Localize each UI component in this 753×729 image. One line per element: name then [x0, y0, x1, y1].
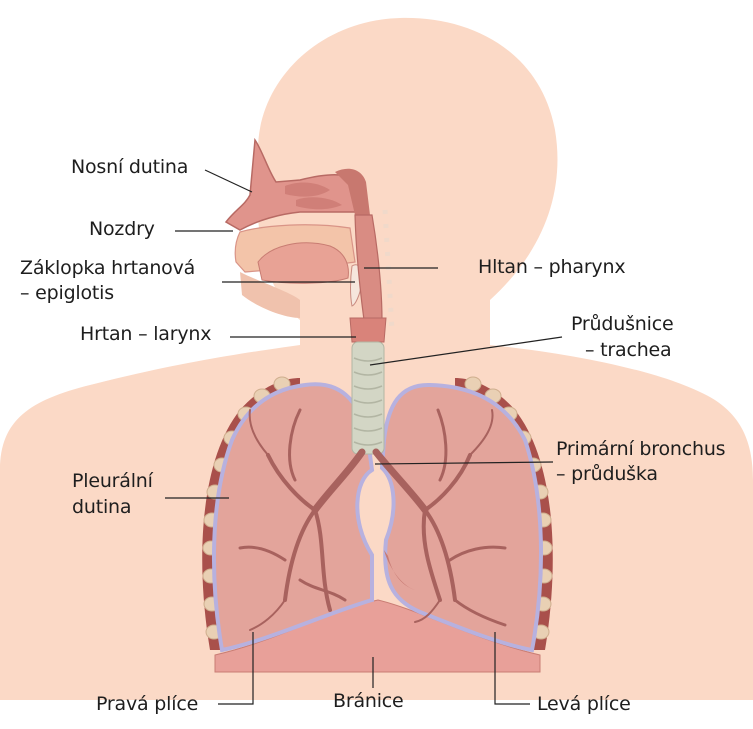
label-bronchus-line1: Primární bronchus: [556, 438, 725, 461]
label-left-lung: Levá plíce: [537, 693, 631, 716]
label-bronchus-line2: – průduška: [556, 463, 658, 486]
label-epiglottis-line2: – epiglotis: [20, 282, 114, 305]
trachea: [352, 342, 384, 454]
label-pleural-line2: dutina: [72, 496, 131, 519]
line-nasal-cavity: [205, 170, 252, 192]
larynx-shape: [350, 318, 386, 342]
label-pharynx: Hltan – pharynx: [478, 256, 625, 279]
label-epiglottis-line1: Záklopka hrtanová: [20, 257, 195, 280]
label-trachea-line2: – trachea: [585, 339, 671, 362]
label-nostrils: Nozdry: [89, 218, 155, 241]
label-pleural-line1: Pleurální: [72, 470, 153, 493]
label-trachea-line1: Průdušnice: [571, 313, 673, 336]
label-larynx: Hrtan – larynx: [80, 323, 211, 346]
label-right-lung: Pravá plíce: [96, 693, 198, 716]
label-diaphragm: Bránice: [333, 690, 404, 713]
label-nasal-cavity: Nosní dutina: [71, 156, 188, 179]
